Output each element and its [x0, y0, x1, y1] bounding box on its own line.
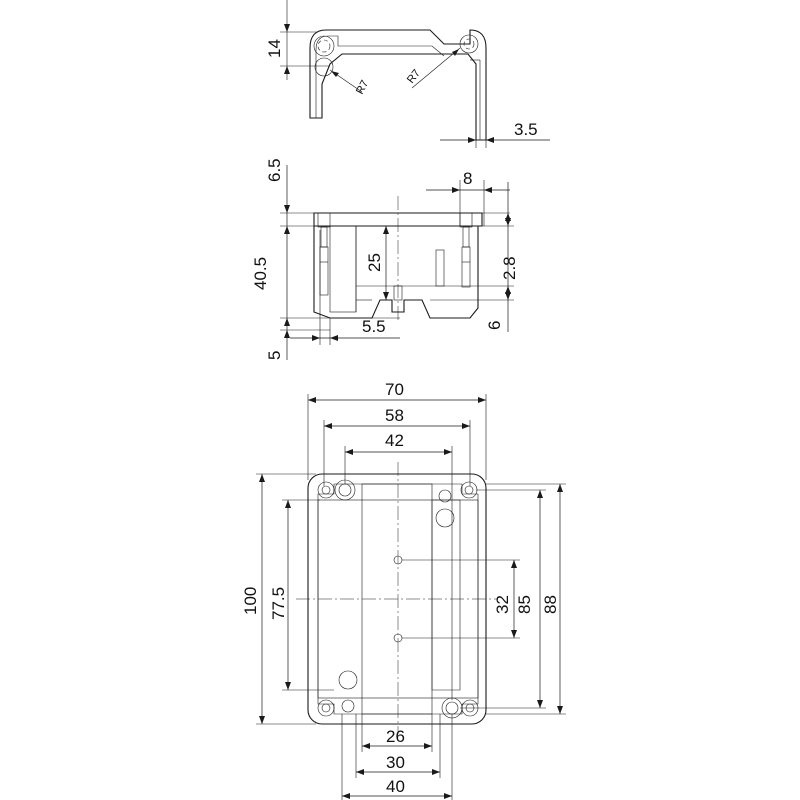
radius-label-right: R7	[405, 67, 423, 85]
dim-5-5: 5.5	[362, 317, 386, 336]
dim-6-5: 6.5	[265, 158, 284, 182]
dim-8: 8	[463, 169, 472, 188]
dim-3-5: 3.5	[514, 120, 538, 139]
dim-2-8: 2.8	[500, 256, 519, 280]
dim-42: 42	[385, 431, 404, 450]
dim-14: 14	[265, 39, 284, 58]
dim-40-5: 40.5	[251, 257, 270, 290]
radius-label-left: R7	[354, 78, 371, 96]
dim-77-5: 77.5	[269, 587, 288, 620]
dim-40: 40	[386, 777, 405, 796]
dim-30: 30	[386, 753, 405, 772]
dim-26: 26	[386, 727, 405, 746]
dim-58: 58	[385, 406, 404, 425]
dim-70: 70	[385, 380, 404, 399]
plan-view: 70 58 42 100 77.5 32	[241, 380, 566, 800]
dim-88: 88	[541, 595, 560, 614]
dim-100: 100	[241, 587, 260, 615]
top-view: 14 R7 R7 3.5	[265, 0, 550, 148]
dim-25: 25	[365, 253, 384, 272]
dim-85: 85	[515, 595, 534, 614]
dim-32: 32	[493, 595, 512, 614]
dim-6: 6	[485, 321, 504, 330]
side-view: 6.5 40.5 5 25	[251, 158, 519, 360]
dim-5: 5	[265, 351, 284, 360]
